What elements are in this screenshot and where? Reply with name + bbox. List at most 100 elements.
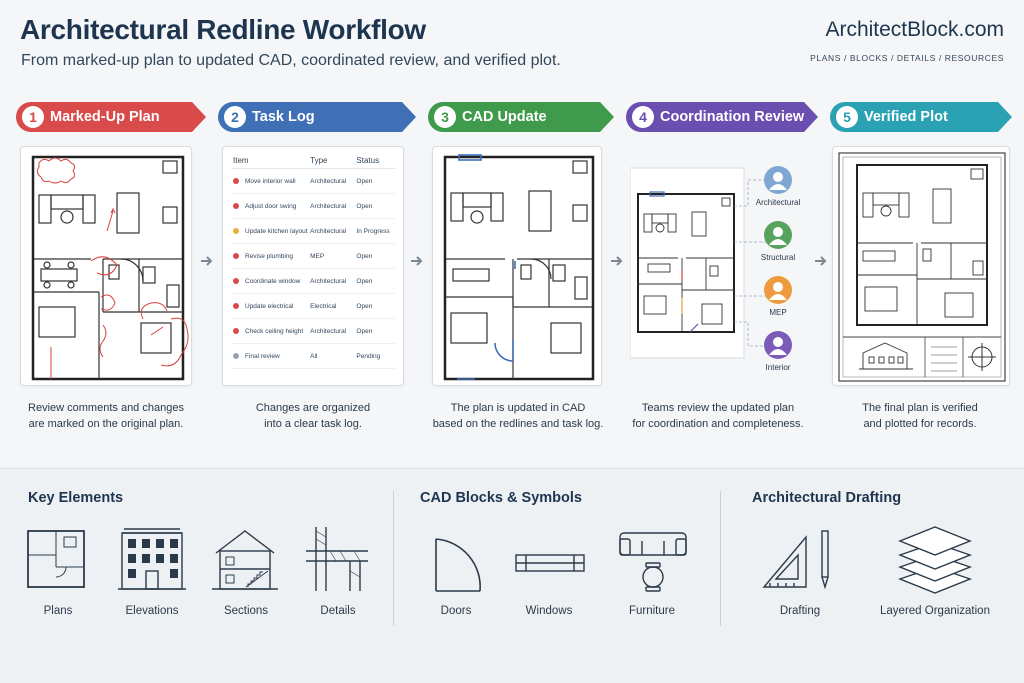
status-dot <box>233 303 239 309</box>
task-type-cell: Architectural <box>310 227 347 235</box>
role-label-structural: Structural <box>760 253 796 262</box>
task-item-cell: Coordinate window <box>231 278 310 285</box>
layers-icon[interactable] <box>896 523 974 595</box>
banner-shape <box>218 102 416 132</box>
task-item-text: Final review <box>245 352 280 360</box>
step-label: Task Log <box>252 109 315 125</box>
task-item-text: Adjust door swing <box>245 202 297 210</box>
page-header: Architectural Redline Workflow From mark… <box>0 0 1024 96</box>
step-number: 1 <box>22 106 44 128</box>
floor-plan-redlined <box>31 155 189 381</box>
furniture-block-icon[interactable] <box>616 527 690 597</box>
status-dot <box>233 203 239 209</box>
banner-shape <box>428 102 614 132</box>
task-type-cell: MEP <box>310 252 325 260</box>
person-icon <box>769 337 787 355</box>
task-status-cell: Open <box>356 327 373 335</box>
coordination-diagram <box>630 167 770 359</box>
task-status-cell: In Progress <box>356 227 390 235</box>
verified-plot-panel <box>832 146 1010 386</box>
task-item-text: Check ceiling height <box>245 327 304 335</box>
step-banner-2: 2 Task Log <box>218 102 416 132</box>
task-item-cell: Adjust door swing <box>231 203 310 210</box>
doors-label: Doors <box>440 605 472 617</box>
task-type-cell: Architectural <box>310 177 347 185</box>
marked-up-plan-panel <box>20 146 192 386</box>
cad-update-panel <box>432 146 602 386</box>
sections-icon[interactable] <box>212 527 278 591</box>
step-label: Verified Plot <box>864 109 948 125</box>
details-icon[interactable] <box>306 527 368 591</box>
step-label: Coordination Review <box>660 109 805 125</box>
step-number: 5 <box>836 106 858 128</box>
table-row[interactable]: Check ceiling height Architectural Open <box>231 319 395 344</box>
chevron-right-icon <box>611 256 623 266</box>
task-status-cell: Open <box>356 277 373 285</box>
person-icon <box>769 227 787 245</box>
task-status-cell: Open <box>356 177 373 185</box>
floor-plan-updated <box>443 154 595 381</box>
caption-text: The final plan is verified and plotted f… <box>862 402 978 430</box>
elevations-icon[interactable] <box>118 527 186 591</box>
drafting-title: Architectural Drafting <box>752 490 902 506</box>
chevron-right-icon <box>411 256 423 266</box>
task-type-cell: Architectural <box>310 202 347 210</box>
step-caption-5: The final plan is verified and plotted f… <box>826 400 1014 432</box>
details-label: Details <box>320 605 356 617</box>
person-icon <box>769 172 787 190</box>
task-item-text: Revise plumbing <box>245 252 294 260</box>
status-dot <box>233 178 239 184</box>
chevron-right-icon <box>201 256 213 266</box>
interior-reviewer-icon <box>764 331 792 359</box>
brand-nav[interactable]: PLANS / BLOCKS / DETAILS / RESOURCES <box>810 53 1004 63</box>
table-row[interactable]: Revise plumbing MEP Open <box>231 244 395 269</box>
task-status-cell: Open <box>356 252 373 260</box>
step-label: CAD Update <box>462 109 547 125</box>
role-label-mep: MEP <box>769 308 787 317</box>
task-status-cell: Open <box>356 302 373 310</box>
window-block-icon[interactable] <box>514 553 586 573</box>
plans-icon[interactable] <box>26 527 86 591</box>
architectural-reviewer-icon <box>764 166 792 194</box>
page-subtitle: From marked-up plan to updated CAD, coor… <box>21 52 561 69</box>
chevron-right-icon <box>815 256 827 266</box>
step-caption-3: The plan is updated in CAD based on the … <box>420 400 616 432</box>
task-type-cell: Architectural <box>310 327 347 335</box>
north-arrow-icon <box>968 343 996 371</box>
header-item: Item <box>233 156 249 165</box>
task-item-cell: Update electrical <box>231 303 310 310</box>
mep-reviewer-icon <box>764 276 792 304</box>
task-log-header: Item Type Status <box>231 153 395 169</box>
task-status-cell: Pending <box>356 352 381 360</box>
key-elements-title: Key Elements <box>28 490 124 506</box>
step-banner-5: 5 Verified Plot <box>830 102 1012 132</box>
plans-label: Plans <box>43 605 73 617</box>
section-divider <box>720 491 721 626</box>
task-item-cell: Check ceiling height <box>231 328 310 335</box>
task-item-cell: Revise plumbing <box>231 253 310 260</box>
door-block-icon[interactable] <box>432 537 482 593</box>
drafting-tools-icon[interactable] <box>760 527 834 593</box>
banner-shape <box>626 102 818 132</box>
section-divider <box>393 491 394 626</box>
task-item-cell: Update kitchen layout <box>231 228 310 235</box>
brand-logo[interactable]: ArchitectBlock.com <box>825 18 1004 41</box>
resources-section: Key Elements CAD Blocks & Symbols Archit… <box>0 468 1024 683</box>
caption-text: Review comments and changes are marked o… <box>28 402 184 430</box>
banner-shape <box>830 102 1012 132</box>
status-dot <box>233 278 239 284</box>
status-dot <box>233 353 239 359</box>
building-elevation-icon <box>859 342 913 370</box>
plotted-drawing-sheet <box>838 152 1006 382</box>
header-type: Type <box>310 156 328 165</box>
status-dot <box>233 253 239 259</box>
status-dot <box>233 228 239 234</box>
